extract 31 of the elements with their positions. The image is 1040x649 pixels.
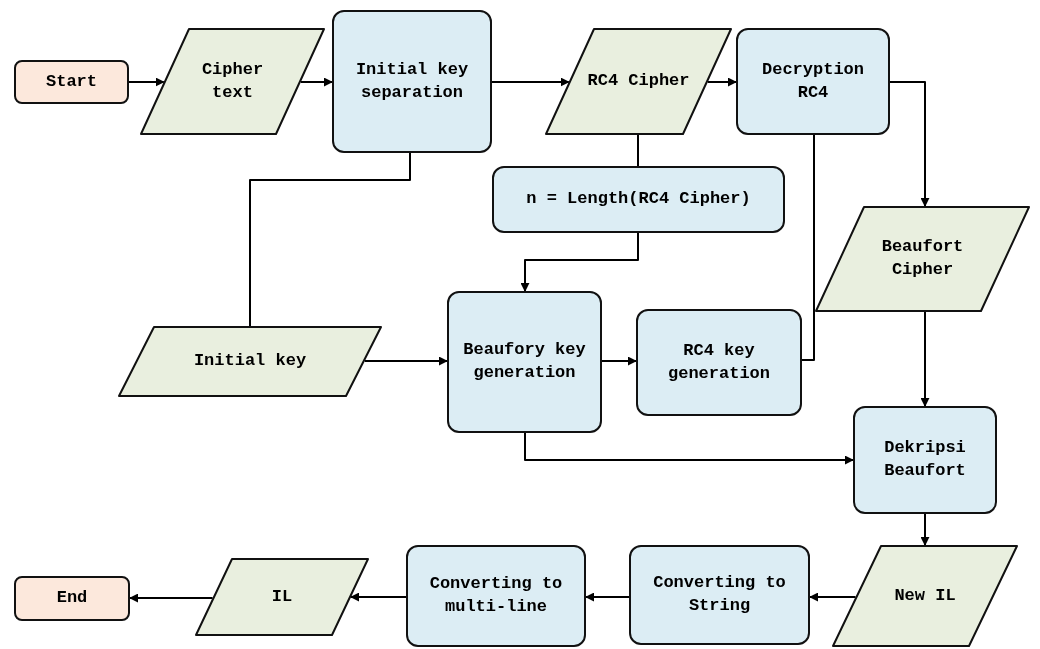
- process-box: Beaufory key generation: [447, 291, 602, 433]
- terminal-box: End: [14, 576, 130, 621]
- process-box: Dekripsi Beaufort: [853, 406, 997, 514]
- connector-arrow: [350, 592, 407, 602]
- connector-arrow: [299, 77, 333, 87]
- connector-arrow: [128, 77, 165, 87]
- connector-arrow: [585, 592, 630, 602]
- data-parallelogram: Cipher text: [140, 28, 325, 135]
- process-box: n = Length(RC4 Cipher): [492, 166, 785, 233]
- process-box: Converting to multi-line: [406, 545, 586, 647]
- data-parallelogram: New IL: [832, 545, 1018, 647]
- connector-arrow: [491, 77, 570, 87]
- connector-arrow: [809, 592, 857, 602]
- data-parallelogram: IL: [195, 558, 369, 636]
- terminal-box: Start: [14, 60, 129, 104]
- process-box: RC4 key generation: [636, 309, 802, 416]
- connector-arrow: [920, 311, 930, 407]
- connector-arrow: [524, 432, 854, 465]
- connector-arrow: [889, 81, 930, 207]
- process-box: Initial key separation: [332, 10, 492, 153]
- connector-arrow: [706, 77, 737, 87]
- connector-arrow: [920, 513, 930, 546]
- connector-arrow: [601, 356, 637, 366]
- data-parallelogram: RC4 Cipher: [545, 28, 732, 135]
- process-box: Converting to String: [629, 545, 810, 645]
- data-parallelogram: Beaufort Cipher: [815, 206, 1030, 312]
- process-box: Decryption RC4: [736, 28, 890, 135]
- connector-arrow: [520, 232, 639, 292]
- connector-arrow: [363, 356, 448, 366]
- connector-arrow: [129, 593, 214, 603]
- data-parallelogram: Initial key: [118, 326, 382, 397]
